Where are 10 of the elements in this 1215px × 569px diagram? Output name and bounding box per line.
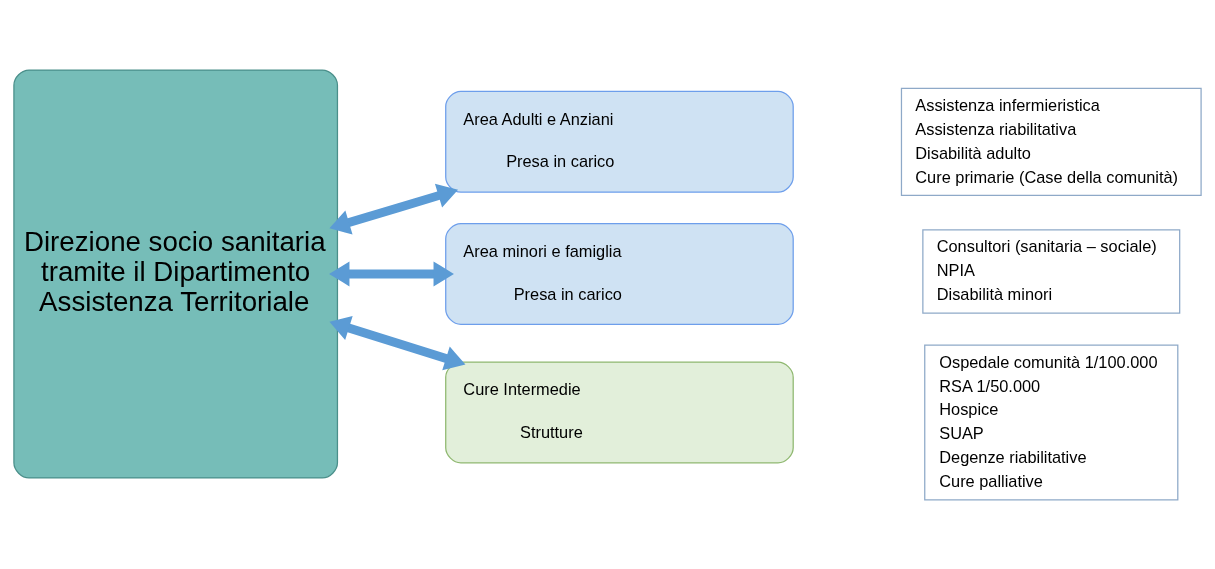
node-box: Ospedale comunità 1/100.000 RSA 1/50.000 Hospice SUAP Degenze riabilitative Cure palliative <box>924 344 1179 501</box>
arrow <box>329 183 459 234</box>
arrow <box>329 261 454 286</box>
node-box: Area Adulti e Anziani Presa in carico <box>445 90 794 193</box>
node-box: Cure Intermedie Strutture <box>445 361 794 463</box>
node-box: Direzione socio sanitaria tramite il Dipartimento Assistenza Territoriale <box>13 68 339 479</box>
node-box: Consultori (sanitaria – sociale) NPIA Disabilità minori <box>922 228 1181 314</box>
node-box: Area minori e famiglia Presa in carico <box>445 222 794 325</box>
arrow <box>329 315 466 370</box>
node-box: Assistenza infermieristica Assistenza riabilitativa Disabilità adulto Cure primarie (Case della comunità) <box>900 87 1202 196</box>
